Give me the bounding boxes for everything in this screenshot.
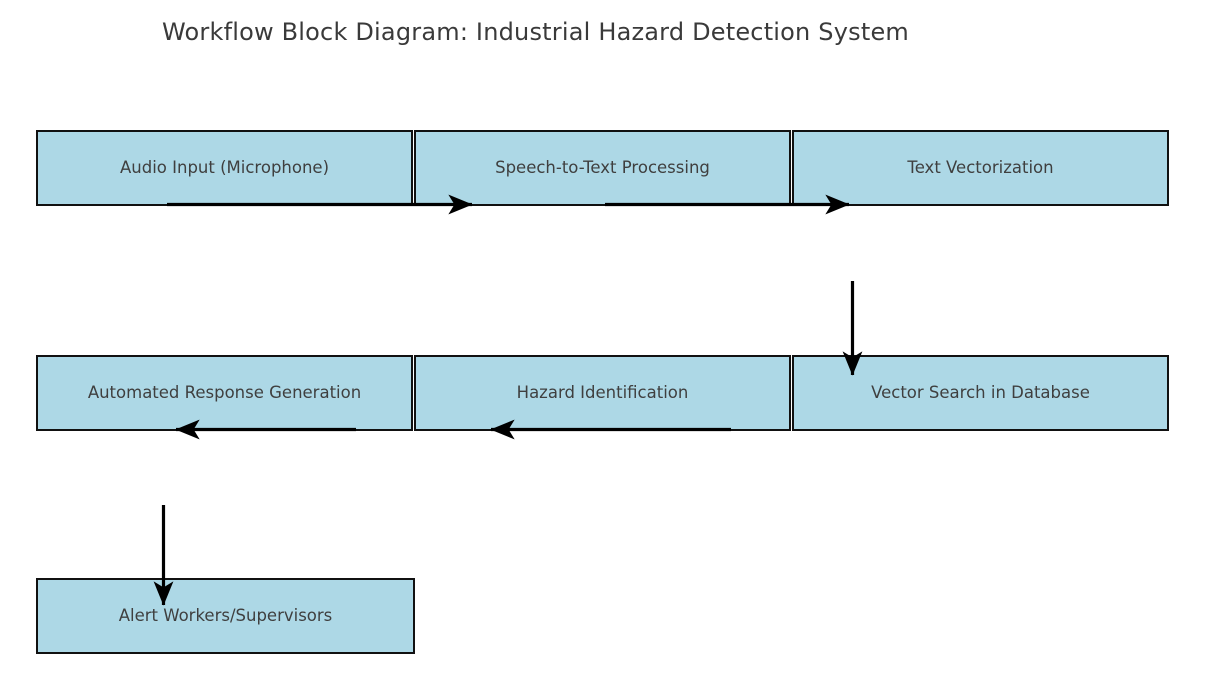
block-alert-workers-label: Alert Workers/Supervisors bbox=[118, 605, 333, 625]
block-speech-to-text[interactable]: Speech-to-Text Processing bbox=[414, 130, 791, 206]
block-hazard-identification[interactable]: Hazard Identification bbox=[414, 355, 791, 431]
page-title: Workflow Block Diagram: Industrial Hazar… bbox=[0, 18, 1231, 46]
block-vector-search-label: Vector Search in Database bbox=[871, 382, 1090, 402]
block-audio-input[interactable]: Audio Input (Microphone) bbox=[36, 130, 413, 206]
block-speech-to-text-label: Speech-to-Text Processing bbox=[495, 157, 710, 177]
block-alert-workers[interactable]: Alert Workers/Supervisors bbox=[36, 578, 415, 654]
page-title-text: Workflow Block Diagram: Industrial Hazar… bbox=[162, 18, 909, 46]
block-hazard-identification-label: Hazard Identification bbox=[516, 382, 689, 402]
block-vector-search[interactable]: Vector Search in Database bbox=[792, 355, 1169, 431]
block-text-vectorization[interactable]: Text Vectorization bbox=[792, 130, 1169, 206]
block-audio-input-label: Audio Input (Microphone) bbox=[119, 157, 330, 177]
block-automated-response[interactable]: Automated Response Generation bbox=[36, 355, 413, 431]
block-automated-response-label: Automated Response Generation bbox=[87, 382, 362, 402]
block-text-vectorization-label: Text Vectorization bbox=[907, 157, 1054, 177]
